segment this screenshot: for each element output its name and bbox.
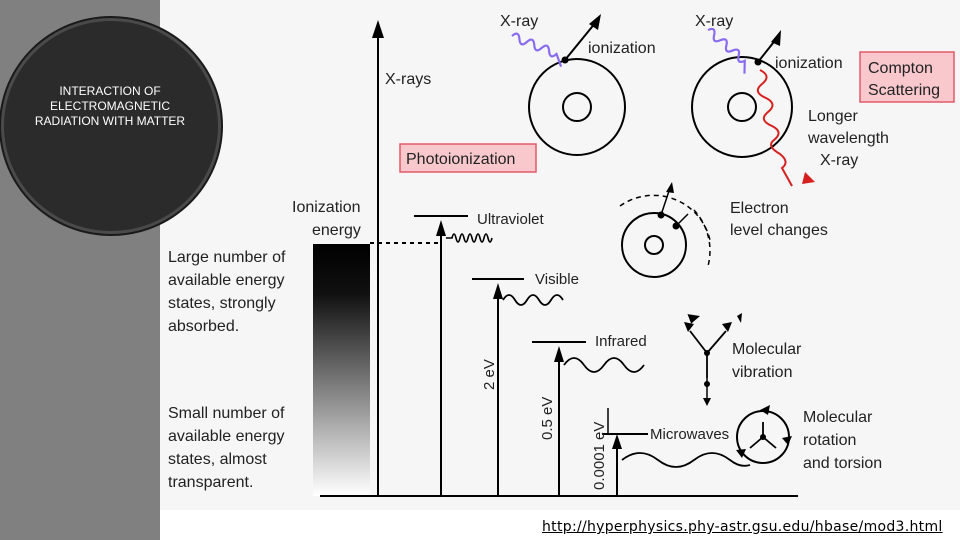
molecular-vibration-icon — [684, 313, 742, 406]
ev-00001-label: 0.0001 eV — [591, 422, 608, 490]
slide-title: INTERACTION OF ELECTROMAGNETIC RADIATION… — [34, 84, 186, 128]
ionization-energy-label-2: energy — [312, 222, 361, 239]
photoionization-box — [399, 143, 537, 173]
xray-label-1: X-ray — [500, 13, 538, 30]
visible-arrowhead — [493, 283, 503, 299]
infrared-wave — [563, 357, 645, 373]
ev-2-label: 2 eV — [481, 359, 498, 390]
uv-wave — [446, 233, 493, 243]
compton-atom — [691, 27, 815, 187]
longer-wavelength-label: Longer wavelength X-ray — [807, 108, 893, 169]
small-number-text: Small number of available energy states,… — [168, 405, 289, 491]
visible-label: Visible — [535, 271, 579, 288]
microwave-label: Microwaves — [650, 426, 729, 443]
xray-axis-arrowhead — [372, 20, 384, 38]
electron-level-label: Electron level changes — [730, 200, 828, 239]
electron-level-atom — [619, 182, 711, 278]
ionization-energy-label-1: Ionization — [292, 199, 361, 216]
uv-arrowhead — [436, 220, 446, 236]
infrared-label: Infrared — [595, 333, 647, 350]
microwave-arrowhead — [612, 434, 622, 449]
molecular-vibration-label: Molecular vibration — [732, 341, 806, 381]
xray-label-2: X-ray — [695, 13, 733, 30]
energy-gradient-bar — [313, 244, 370, 496]
ionization-label-1: ionization — [588, 40, 656, 57]
ev-05-label: 0.5 eV — [539, 397, 556, 440]
large-number-text: Large number of available energy states,… — [168, 249, 290, 335]
molecular-rotation-label: Molecular rotation and torsion — [803, 409, 882, 472]
compton-box — [859, 51, 955, 103]
source-link[interactable]: http://hyperphysics.phy-astr.gsu.edu/hba… — [542, 519, 943, 535]
molecular-rotation-icon — [736, 405, 792, 464]
ionization-label-2: ionization — [775, 55, 843, 72]
compton-label: Compton Scattering — [868, 60, 940, 99]
visible-wave — [502, 294, 564, 306]
title-circle-badge — [1, 18, 221, 234]
microwave-wave — [621, 452, 751, 468]
xray-axis-label: X-rays — [385, 71, 431, 88]
photoionization-label: Photoionization — [406, 151, 515, 168]
uv-label: Ultraviolet — [477, 211, 545, 228]
photoionization-atom — [511, 14, 626, 156]
infrared-arrowhead — [554, 346, 564, 362]
em-interaction-diagram: X-rays Ionization energy Large number of… — [160, 0, 960, 510]
